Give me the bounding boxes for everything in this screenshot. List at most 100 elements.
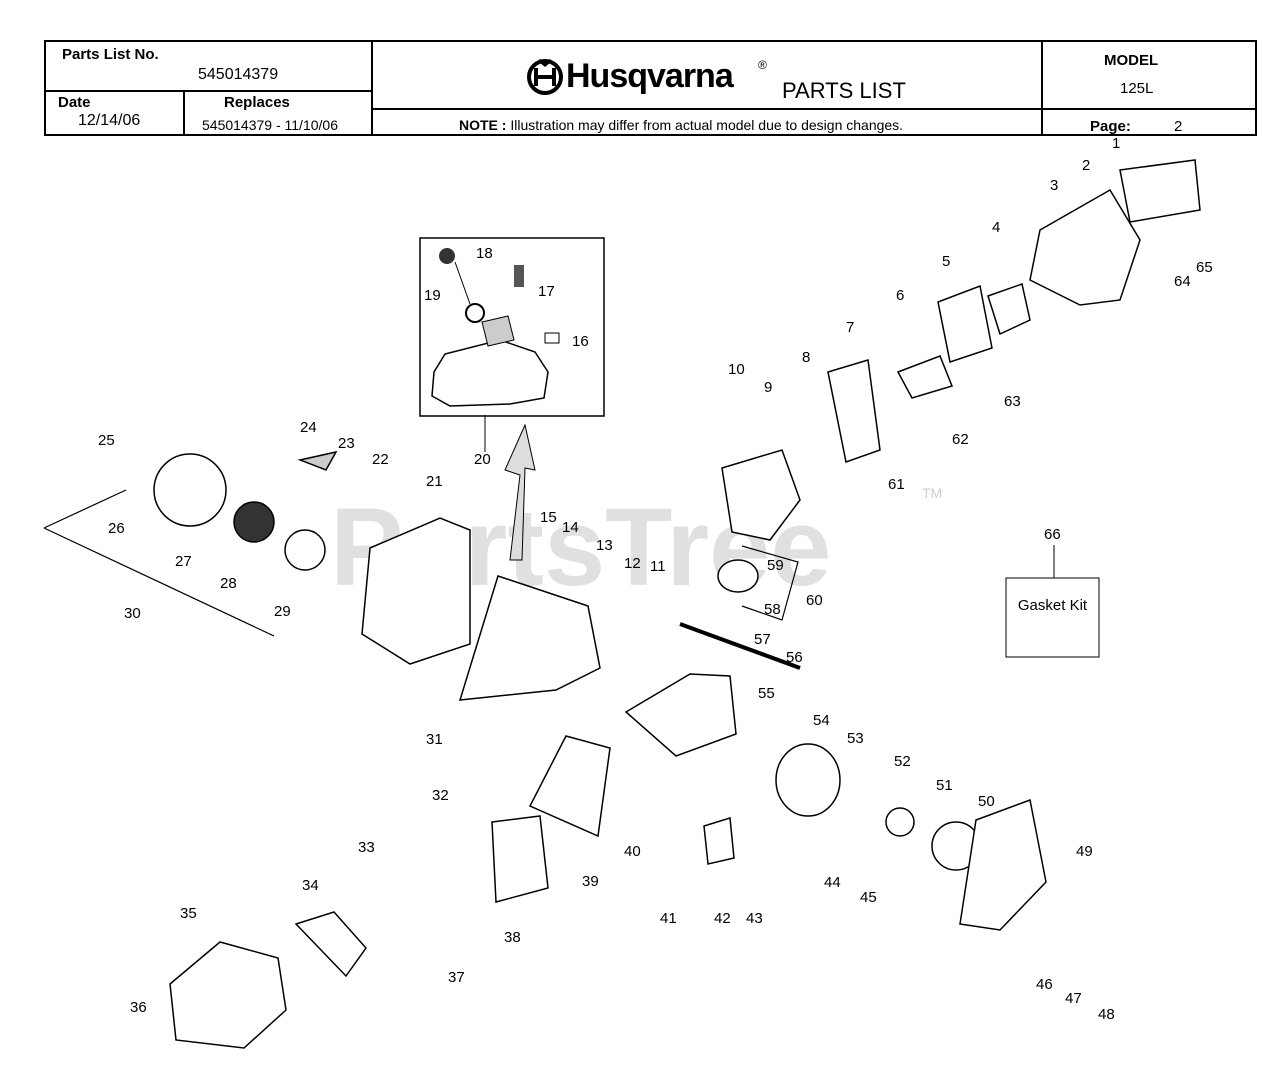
callout-48: 48: [1098, 1006, 1115, 1023]
callout-8: 8: [802, 349, 810, 366]
cylinder: [721, 449, 801, 541]
air-filter-housing: [1029, 188, 1141, 306]
callout-6: 6: [896, 287, 904, 304]
part-shapes: [153, 159, 1201, 1049]
callout-35: 35: [180, 905, 197, 922]
fan-cover: [294, 911, 367, 978]
header-divider: [183, 90, 185, 134]
group-bracket-60: [741, 545, 799, 621]
intake-manifold: [896, 355, 954, 399]
fuel-line: [454, 261, 471, 305]
callout-25: 25: [98, 432, 115, 449]
parts-list-header: Parts List No. 545014379 Date 12/14/06 R…: [44, 40, 1257, 136]
callout-21: 21: [426, 473, 443, 490]
callout-12: 12: [624, 555, 641, 572]
engine-frame: [458, 575, 601, 701]
assembly-arrow: [504, 423, 536, 561]
parts-list-no-label: Parts List No.: [62, 46, 159, 63]
husqvarna-crown-icon: [527, 58, 563, 95]
heat-shield: [528, 735, 611, 838]
callout-58: 58: [764, 601, 781, 618]
callout-3: 3: [1050, 177, 1058, 194]
callout-65: 65: [1196, 259, 1213, 276]
callout-66: 66: [1044, 526, 1061, 543]
header-divider: [46, 90, 371, 92]
callout-34: 34: [302, 877, 319, 894]
callout-46: 46: [1036, 976, 1053, 993]
callout-4: 4: [992, 219, 1000, 236]
fuel-tank-shape: [431, 339, 549, 407]
air-filter-cover: [1119, 159, 1201, 223]
callout-27: 27: [175, 553, 192, 570]
brand-name: Husqvarna: [566, 56, 734, 95]
callout-47: 47: [1065, 990, 1082, 1007]
crankshaft: [679, 622, 801, 670]
callout-59: 59: [767, 557, 784, 574]
callout-60: 60: [806, 592, 823, 609]
callout-54: 54: [813, 712, 830, 729]
callout-15: 15: [540, 509, 557, 526]
callout-49: 49: [1076, 843, 1093, 860]
callout-2: 2: [1082, 157, 1090, 174]
callout-56: 56: [786, 649, 803, 666]
callout-38: 38: [504, 929, 521, 946]
brand-registered-mark: ®: [758, 58, 767, 72]
callout-1: 1: [1112, 135, 1120, 152]
piston: [717, 559, 759, 593]
callout-7: 7: [846, 319, 854, 336]
callout-16: 16: [572, 333, 589, 350]
callout-42: 42: [714, 910, 731, 927]
callout-62: 62: [952, 431, 969, 448]
starter-pulley: [153, 453, 227, 527]
fuel-tank-neck: [481, 315, 515, 347]
parts-list-title: PARTS LIST: [782, 78, 906, 103]
model-value: 125L: [1120, 80, 1154, 97]
callout-23: 23: [338, 435, 355, 452]
crankcase: [624, 673, 737, 757]
fuel-filter: [465, 303, 485, 323]
note-text: NOTE : Illustration may differ from actu…: [459, 117, 903, 133]
callout-41: 41: [660, 910, 677, 927]
callout-39: 39: [582, 873, 599, 890]
husqvarna-logo: Husqvarna: [526, 56, 734, 96]
fuel-cap: [439, 248, 455, 264]
callout-numbers: 1234567891011121314151617181920212223242…: [98, 135, 1213, 1023]
callout-19: 19: [424, 287, 441, 304]
muffler: [827, 359, 881, 463]
flywheel: [775, 743, 841, 817]
callout-55: 55: [758, 685, 775, 702]
callout-30: 30: [124, 605, 141, 622]
carburetor: [987, 283, 1031, 336]
inset-box: [419, 237, 605, 417]
gasket-kit-box: [1005, 577, 1100, 658]
starter-housing: [361, 517, 471, 665]
callout-18: 18: [476, 245, 493, 262]
callout-24: 24: [300, 419, 317, 436]
callout-22: 22: [372, 451, 389, 468]
callout-52: 52: [894, 753, 911, 770]
assembly-lines: [43, 489, 799, 637]
date-label: Date: [58, 94, 91, 111]
watermark-tm: TM: [922, 485, 942, 501]
starter-handle: [297, 450, 338, 471]
rope-pulley: [284, 529, 326, 571]
callout-26: 26: [108, 520, 125, 537]
group-bracket-30: [43, 489, 127, 529]
callout-14: 14: [562, 519, 579, 536]
gasket-kit-label-wrap: Gasket Kit: [1018, 597, 1087, 614]
callout-57: 57: [754, 631, 771, 648]
callout-29: 29: [274, 603, 291, 620]
page-label: Page:: [1090, 118, 1131, 135]
callout-50: 50: [978, 793, 995, 810]
header-divider: [1041, 108, 1255, 110]
grommet: [544, 332, 560, 344]
callout-51: 51: [936, 777, 953, 794]
callout-37: 37: [448, 969, 465, 986]
header-divider: [1041, 42, 1043, 134]
recoil-spring: [233, 501, 275, 543]
callout-10: 10: [728, 361, 745, 378]
gasket-plate: [937, 284, 993, 363]
date-value: 12/14/06: [78, 112, 141, 129]
header-divider: [371, 42, 373, 134]
callout-61: 61: [888, 476, 905, 493]
